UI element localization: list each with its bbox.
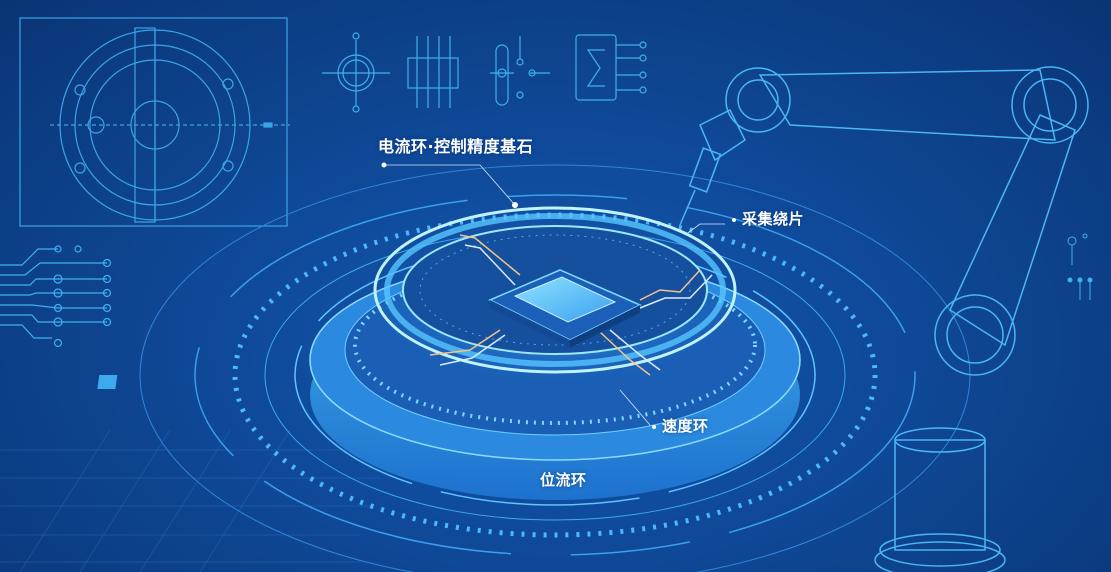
robot-arm [679, 66, 1089, 572]
control-chip [488, 269, 642, 348]
circuit-traces [0, 245, 112, 348]
label-sampling-chip: 采集绕片 [732, 208, 804, 229]
bullet-dot [652, 424, 656, 429]
label-speed-loop-text: 速度环 [662, 417, 709, 435]
background-grid [0, 429, 400, 572]
label-position-loop: 位流环 [540, 471, 587, 489]
mechanical-blueprint [19, 17, 290, 227]
label-current-loop: 电流环·控制精度基石 [378, 137, 534, 156]
circuit-symbols [322, 32, 647, 113]
label-speed-loop: 速度环 [652, 415, 709, 436]
chip-traces [429, 234, 713, 376]
leader-lines [384, 164, 725, 426]
label-sampling-chip-text: 采集绕片 [742, 210, 805, 228]
bullet-dot [732, 217, 736, 222]
marker-square [97, 375, 118, 389]
circuit-snippet-right [1067, 233, 1093, 300]
